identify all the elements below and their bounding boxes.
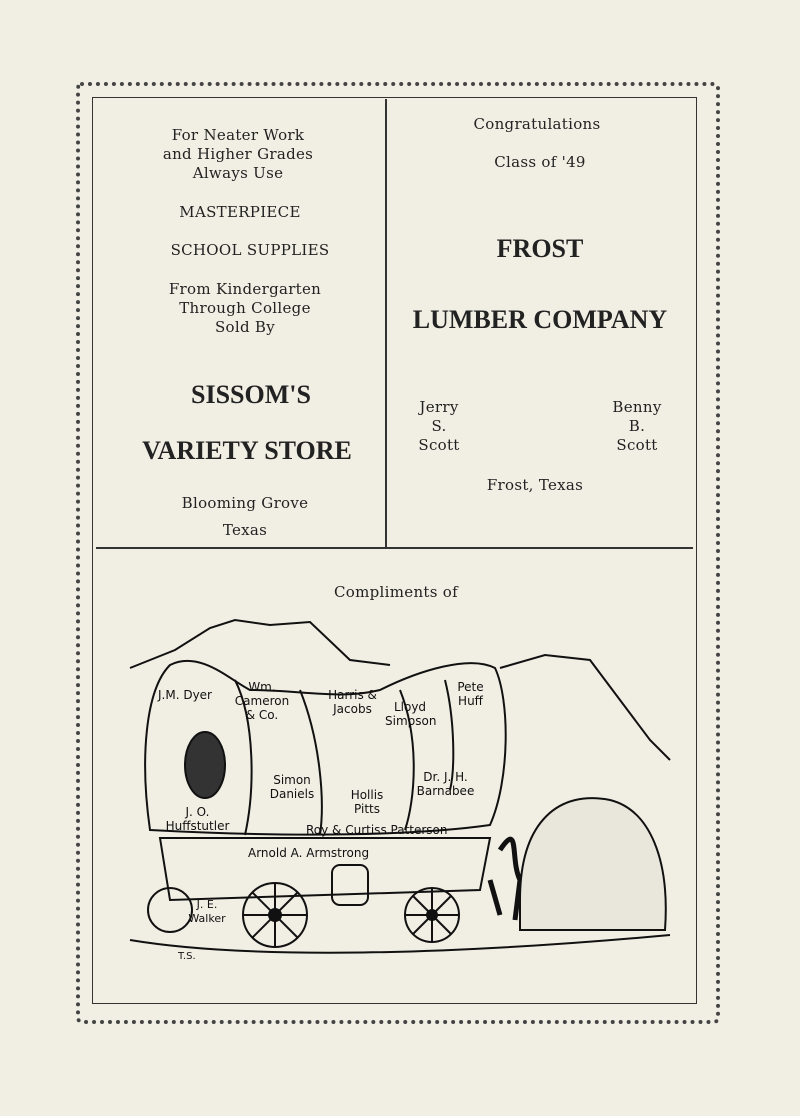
wagon-cover-ribs [234,679,455,836]
brand-name: MASTERPIECE [179,203,301,221]
owner-line: S. [431,417,447,435]
vertical-divider [385,99,387,549]
wagon-name: Roy & Curtiss Patterson [306,823,448,837]
horizontal-divider [96,547,693,549]
store-location: Blooming Grove Texas [182,490,309,544]
company-name-line2: LUMBER COMPANY [412,305,668,334]
wagon-name: J. E. Walker [188,898,226,925]
mountain-outline [129,618,391,669]
intro-line: and Higher Grades [162,145,314,163]
compliments-heading: Compliments of [334,583,458,601]
owner-line: B. [628,417,646,435]
owner-line: Scott [616,436,658,454]
wagon-name: Arnold A. Armstrong [248,846,370,860]
intro-text: For Neater Work and Higher Grades Always… [163,126,313,183]
decorative-rope-border [76,82,720,1024]
store-name-line2: VARIETY STORE [142,436,352,465]
range-text: From Kindergarten Through College Sold B… [169,280,321,337]
ground-line [129,934,671,954]
greeting: Congratulations [473,115,601,133]
product-name: SCHOOL SUPPLIES [170,241,330,259]
wagon-name: Lloyd Simpson [385,700,437,728]
range-line: Through College [179,299,311,317]
wagon-name: J.M. Dyer [158,688,212,702]
class-year: Class of '49 [494,153,586,171]
wagon-name: J. O. Huffstutler [165,805,230,833]
horse [487,836,523,921]
range-line: Sold By [214,318,276,336]
location-line: Texas [222,521,268,539]
wagon-name: Wm. Cameron & Co. [234,680,290,722]
ad-frame [92,97,697,1004]
wagon-box [158,837,492,902]
owner-line: Benny [612,398,662,416]
mountain-outline [499,653,671,761]
barrel [331,864,369,906]
wagon-name: Harris & Jacobs [328,688,377,716]
intro-line: For Neater Work [171,126,305,144]
wagon-opening [184,731,226,799]
owner-line: Scott [418,436,460,454]
rock-formation [519,797,667,931]
owner-jerry: Jerry S. Scott [418,398,459,455]
location-line: Blooming Grove [181,494,309,512]
wagon-cover [144,659,507,836]
wagon-name: Dr. J. H. Barnabee [416,770,475,798]
wagon-name: Hollis Pitts [350,788,384,816]
artist-initials: T.S. [178,951,196,962]
wagon-name: Simon Daniels [269,773,315,801]
intro-line: Always Use [192,164,284,182]
owner-benny: Benny B. Scott [612,398,661,455]
company-name-line1: FROST [496,234,584,263]
wagon-name: Pete Huff [457,680,484,708]
owner-line: Jerry [419,398,459,416]
wagon-wheel [147,887,193,933]
store-name-line1: SISSOM'S [191,380,311,409]
range-line: From Kindergarten [168,280,322,298]
company-location: Frost, Texas [486,476,584,494]
